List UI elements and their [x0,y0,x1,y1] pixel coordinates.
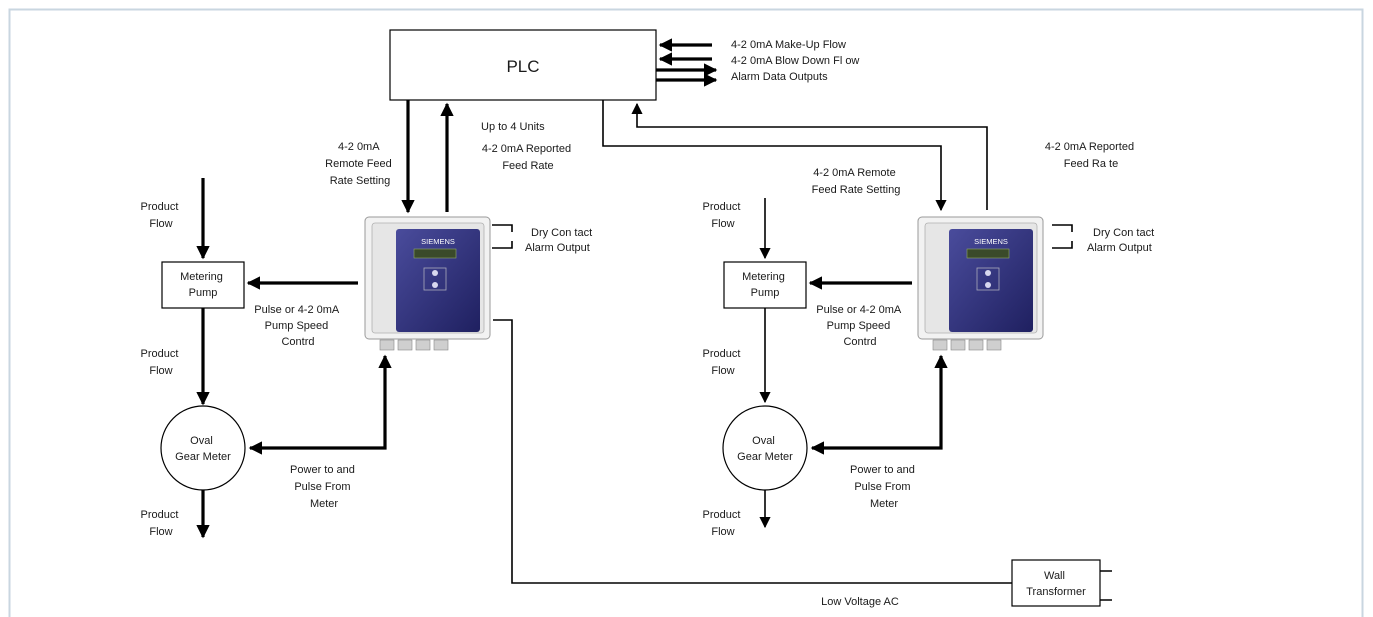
right-pump-speed-label: Pulse or 4-2 0mA Pump Speed Contrd [816,304,903,348]
left-product-flow-bottom-label: Product Flow [141,509,182,538]
right-metering-pump-box [723,261,807,309]
left-dry-contact-label: Dry Con tact Alarm Output [525,227,595,254]
right-controller-display [966,248,1010,259]
left-controller-brand: SIEMENS [421,237,455,246]
left-dry-contact-symbol [492,224,513,249]
wall-transformer-box [1011,559,1101,607]
alarm-outputs-label: Alarm Data Outputs [731,71,828,83]
left-gear-meter-circle [160,405,246,491]
left-pump-speed-label: Pulse or 4-2 0mA Pump Speed Contrd [254,304,341,348]
right-dry-contact-label: Dry Con tact Alarm Output [1087,227,1157,254]
right-power-pulse-arrow [810,354,948,455]
right-controller-button [985,270,991,276]
wall-transformer-label: Wall Transformer [1026,570,1086,598]
right-reported-feed-line [631,102,988,210]
right-gear-meter-label: Oval Gear Meter [737,435,793,463]
left-controller-button [432,270,438,276]
blowdown-flow-label: 4-2 0mA Blow Down Fl ow [731,55,859,67]
right-power-pulse-label: Power to and Pulse From Meter [850,464,918,510]
right-product-flow-top-label: Product Flow [703,201,744,230]
left-controller: SIEMENS [364,216,491,351]
left-gear-meter-label: Oval Gear Meter [175,435,231,463]
wall-plug-symbol [1100,570,1112,601]
plc-label: PLC [506,57,539,76]
right-controller-button [985,282,991,288]
left-reported-feed-label: 4-2 0mA Reported Feed Rate [482,143,574,172]
diagram-frame [8,8,1364,617]
low-voltage-label: Low Voltage AC [821,596,899,608]
makeup-flow-label: 4-2 0mA Make-Up Flow [731,39,846,51]
right-product-flow-mid-label: Product Flow [703,348,744,377]
left-product-flow-top-label: Product Flow [141,201,182,230]
left-power-pulse-arrow [248,354,392,455]
left-power-pulse-label: Power to and Pulse From Meter [290,464,358,510]
right-reported-feed-label: 4-2 0mA Reported Feed Ra te [1045,141,1137,170]
right-product-flow-bottom-label: Product Flow [703,509,744,538]
right-controller-brand: SIEMENS [974,237,1008,246]
right-remote-feed-line [602,100,947,212]
right-dry-contact-symbol [1052,224,1073,249]
plc-box [389,29,657,101]
right-metering-pump-label: Metering Pump [742,271,788,299]
up-to-units-label: Up to 4 Units [481,121,545,133]
left-metering-pump-label: Metering Pump [180,271,226,299]
left-controller-button [432,282,438,288]
right-controller: SIEMENS [917,216,1044,351]
left-controller-display [413,248,457,259]
left-metering-pump-box [161,261,245,309]
left-remote-feed-label: 4-2 0mA Remote Feed Rate Setting [325,141,395,187]
right-gear-meter-circle [722,405,808,491]
left-product-flow-mid-label: Product Flow [141,348,182,377]
right-remote-feed-label: 4-2 0mA Remote Feed Rate Setting [812,167,901,196]
low-voltage-line [493,319,1012,584]
